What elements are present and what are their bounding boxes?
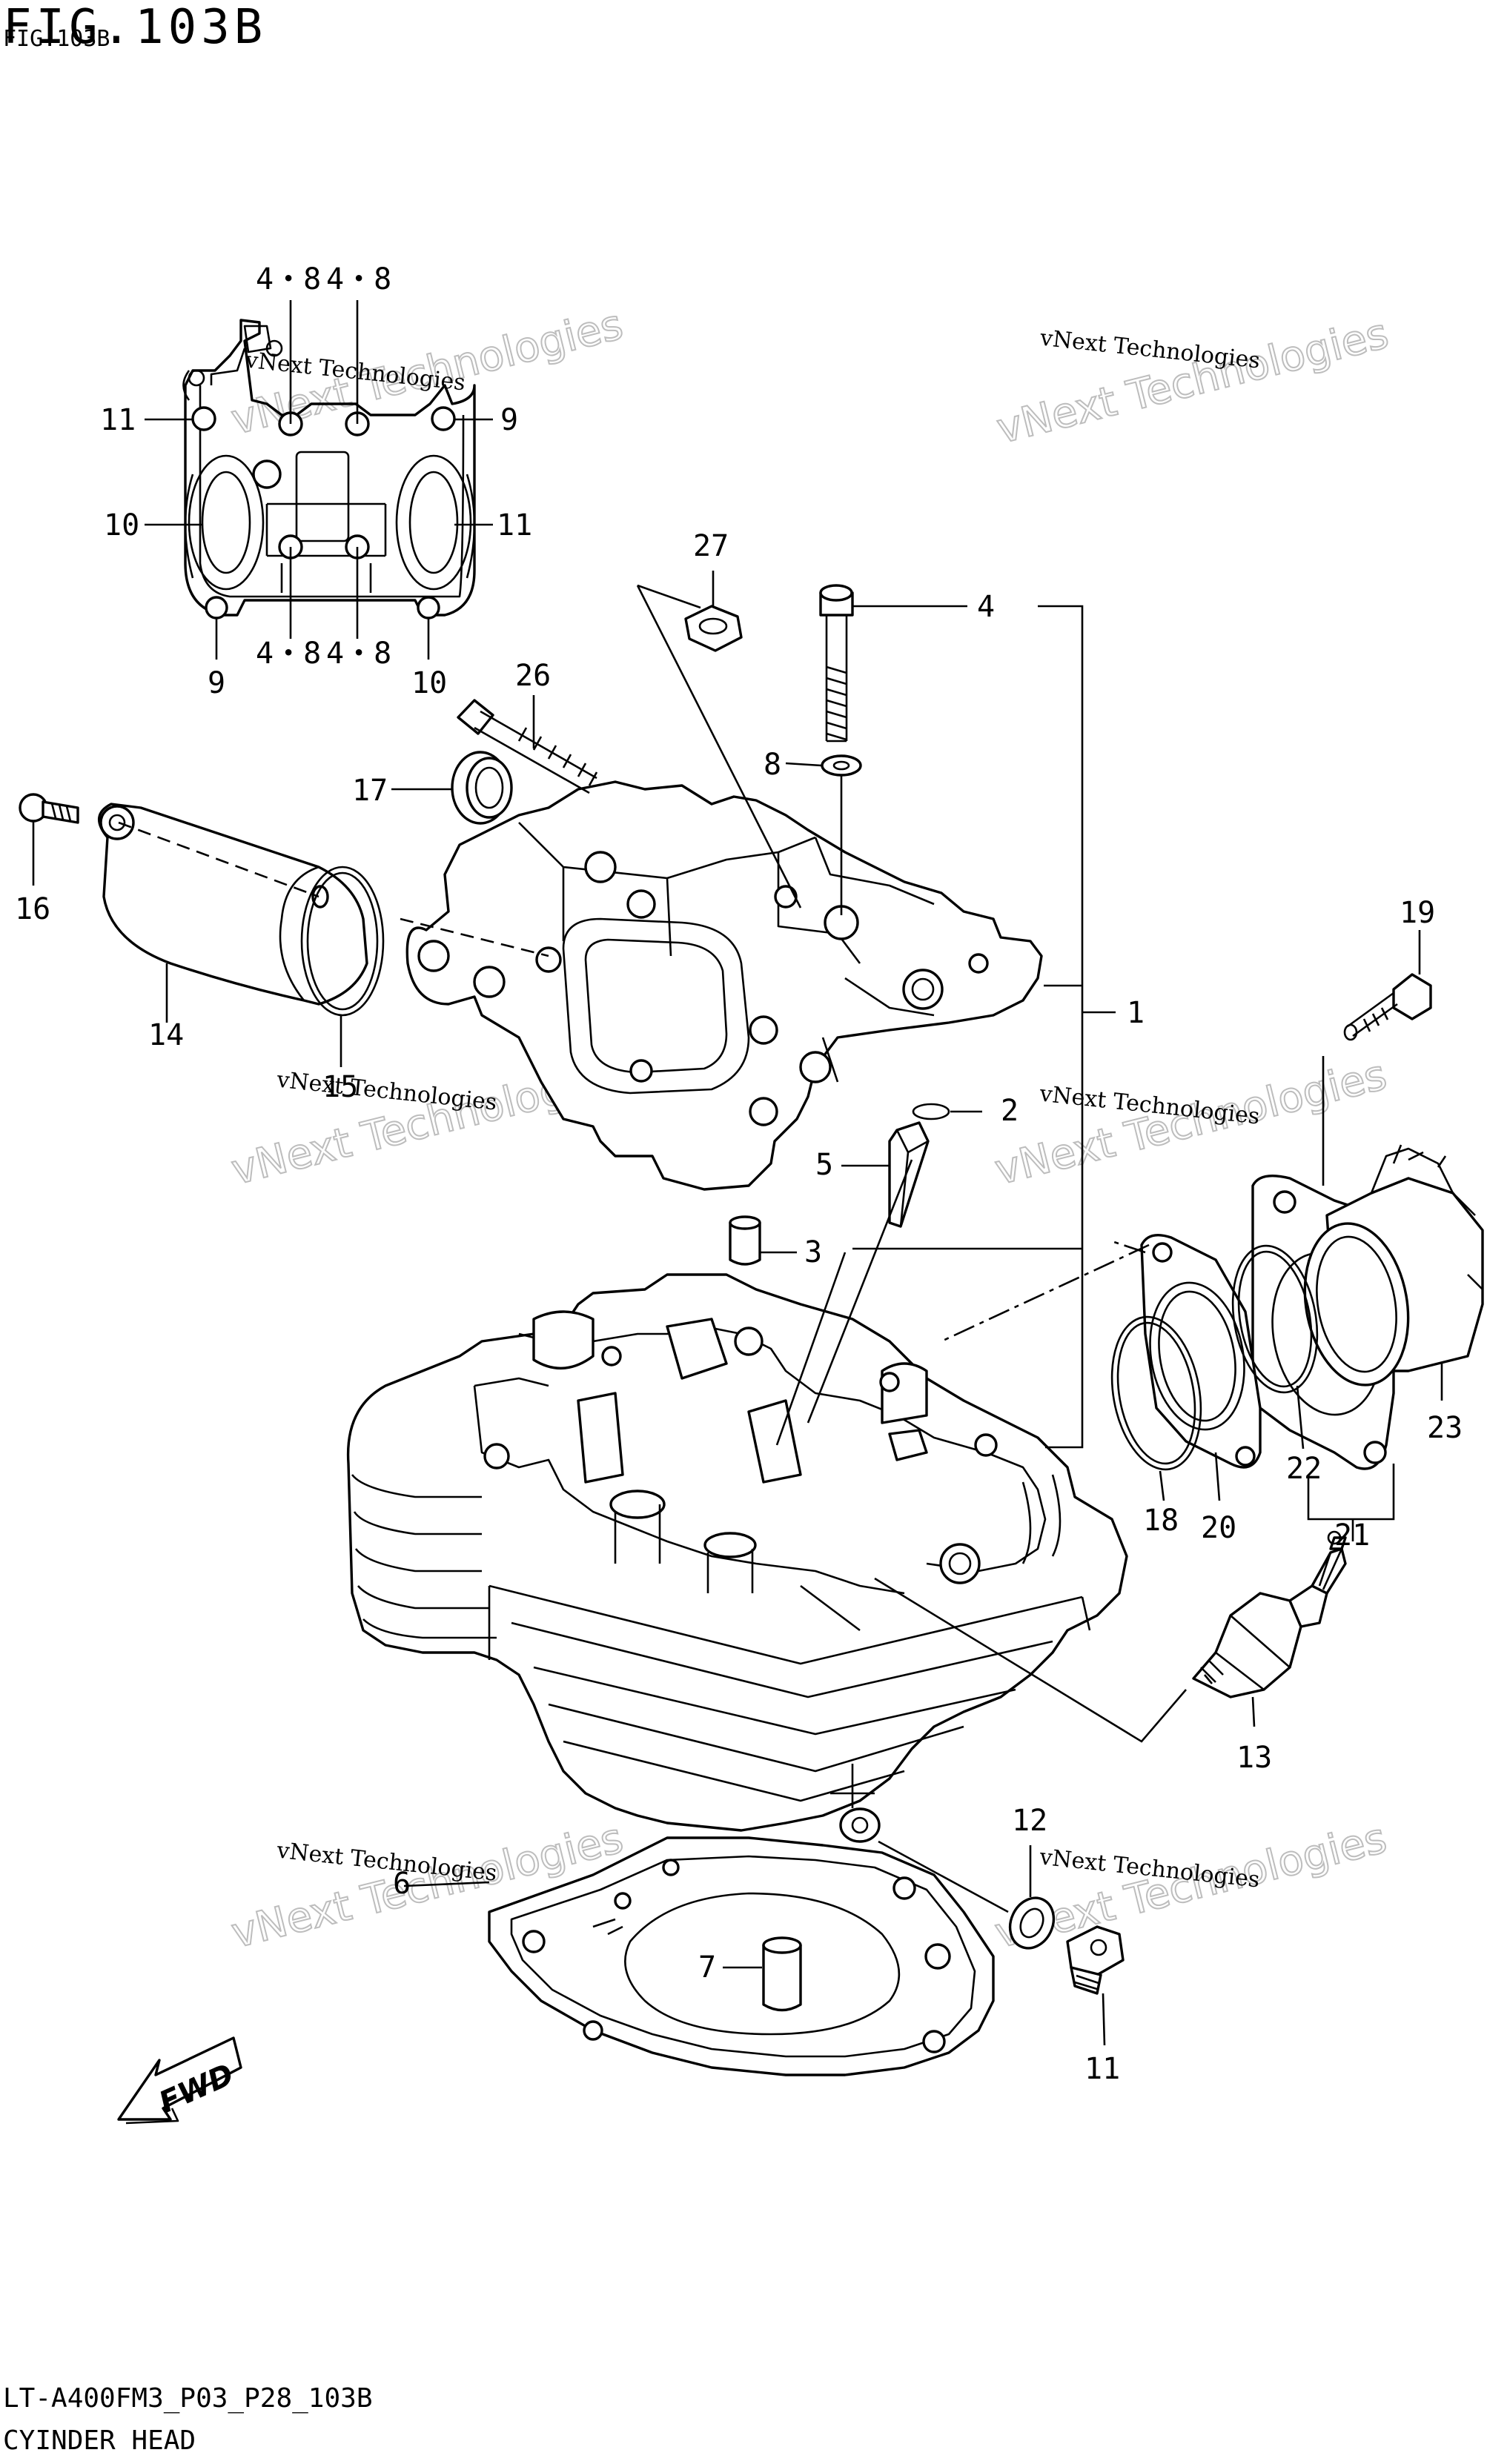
washer-14: [1008, 1896, 1056, 1950]
callout-20: 18: [1143, 1504, 1179, 1538]
callout-24: 22: [1286, 1452, 1322, 1486]
callout-18: 16: [15, 892, 50, 926]
oil-seal-19: [451, 751, 513, 825]
callout-3: 3: [804, 1235, 822, 1269]
callout-12: 11: [100, 403, 136, 437]
callout-25: 23: [1427, 1411, 1463, 1445]
callout-4-8-bottom-left: 4・8: [256, 637, 321, 671]
callout-6: 6: [393, 1867, 411, 1901]
callout-4: 4: [977, 590, 995, 624]
insulator-22: [1140, 1234, 1262, 1469]
callout-labels: 4・8 4・8 4・8 4・8 11 9 10 11 9 10 27 4 8 2…: [15, 262, 1463, 2086]
intake-pipe-25: [1303, 1144, 1484, 1387]
o-ring-2: [912, 1103, 950, 1120]
callout-11-left: 10: [104, 508, 139, 542]
callout-16: 14: [148, 1018, 184, 1052]
head-bolt-4: [819, 584, 854, 743]
figure-title: FIG.103B: [3, 0, 267, 55]
callout-1: 1: [1127, 996, 1145, 1030]
washer-8: [821, 754, 862, 777]
figure-subtitle: FIG.103B: [3, 26, 110, 52]
breather-cover-16: [98, 803, 368, 1006]
callout-26: 26: [515, 659, 551, 693]
svg-text:vNext Technologies: vNext Technologies: [1039, 325, 1262, 373]
watermark-mid-right: vNext Technologies vNext Technologies: [990, 1050, 1392, 1195]
cylinder-head-gasket: [488, 1836, 995, 2076]
callout-19: 17: [352, 774, 388, 808]
watermark-low-right: vNext Technologies vNext Technologies: [990, 1813, 1392, 1959]
inset-leaders: [145, 300, 493, 660]
callout-9-bottom: 9: [208, 666, 225, 700]
tensioner-guide-5: [888, 1121, 930, 1228]
dowel-pin-3: [729, 1215, 761, 1266]
nut-27: [684, 605, 743, 652]
callout-22: 20: [1201, 1511, 1236, 1545]
bolt-26: [457, 699, 598, 794]
callout-13: 11: [1084, 2052, 1120, 2086]
o-ring-17: [300, 866, 385, 1017]
bolt-18: [19, 793, 79, 824]
fwd-arrow-icon: FWD: [117, 2036, 242, 2125]
callout-2: 2: [1001, 1094, 1019, 1128]
callout-15: 13: [1236, 1741, 1272, 1775]
callout-5: 5: [815, 1148, 833, 1182]
svg-text:vNext Technologies: vNext Technologies: [990, 1051, 1391, 1195]
watermark-top-right: vNext Technologies vNext Technologies: [991, 309, 1394, 454]
callout-14: 12: [1012, 1804, 1047, 1838]
footer-section-name: CYINDER HEAD: [3, 2425, 196, 2456]
callout-11-right: 11: [497, 508, 532, 542]
callout-7: 7: [698, 1950, 716, 1985]
spark-plug-15: [1192, 1530, 1347, 1698]
callout-9-right: 9: [500, 403, 518, 437]
callout-4-8-top-right: 4・8: [326, 262, 391, 296]
svg-text:vNext Technologies: vNext Technologies: [990, 1814, 1391, 1958]
cylinder-head-cover: [405, 780, 1043, 1191]
dowel-pin-7: [762, 1936, 802, 2012]
callout-8: 8: [764, 748, 781, 782]
callout-10: 10: [411, 666, 447, 700]
callout-23: 21: [1334, 1518, 1370, 1553]
callout-17: 15: [322, 1070, 358, 1104]
callout-27: 27: [693, 529, 729, 563]
plug-13: [1066, 1925, 1125, 1995]
cylinder-head: [346, 1273, 1128, 1843]
leader-lines: [32, 571, 1443, 2046]
callout-21: 19: [1400, 896, 1435, 930]
bolt-21: [1343, 973, 1432, 1041]
o-ring-20: [1110, 1315, 1202, 1471]
callout-4-8-top-left: 4・8: [256, 262, 321, 296]
callout-4-8-bottom-right: 4・8: [326, 637, 391, 671]
footer-model-code: LT-A400FM3_P03_P28_103B: [3, 2383, 373, 2414]
o-ring-24: [1231, 1244, 1319, 1394]
